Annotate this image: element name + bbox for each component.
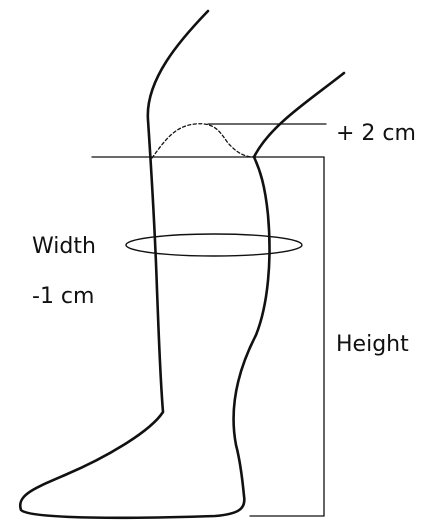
shaft-extension-dashed [151, 123, 255, 159]
height-allowance-label: + 2 cm [336, 121, 416, 146]
height-label: Height [336, 332, 409, 357]
width-label: Width [32, 234, 96, 259]
width-measurement-ellipse [125, 233, 303, 257]
width-allowance-label: -1 cm [32, 284, 95, 309]
boot-outline [18, 9, 346, 520]
